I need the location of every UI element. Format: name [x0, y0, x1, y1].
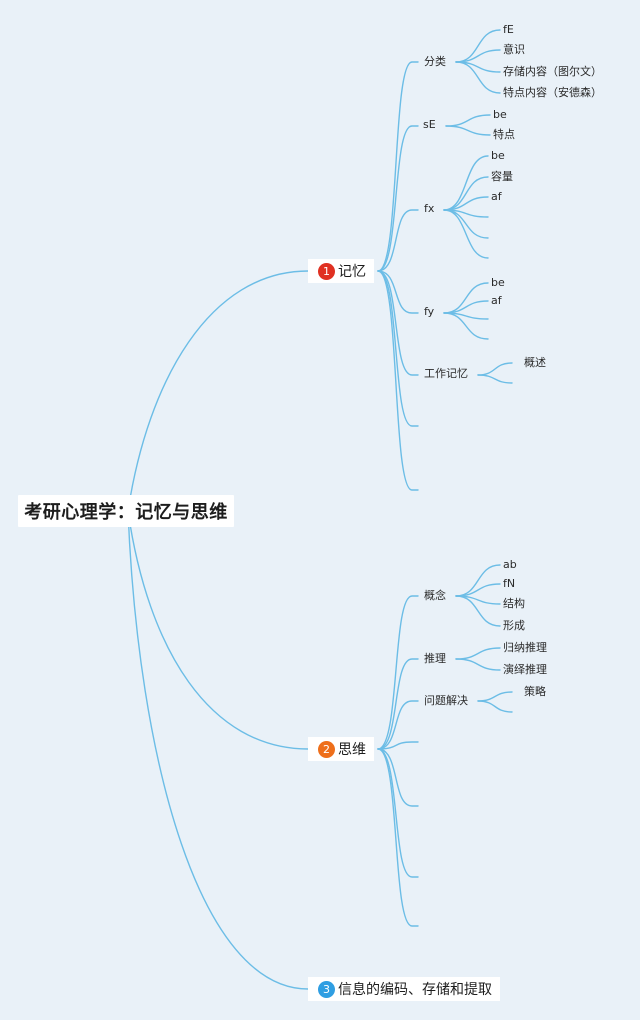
root-link — [127, 510, 309, 990]
leaf-node[interactable]: 形成 — [503, 619, 525, 632]
leaf-link — [477, 691, 513, 702]
branch-node-label: 思维 — [338, 742, 366, 758]
root-link — [127, 270, 309, 512]
branch-link — [377, 270, 419, 427]
leaf-link — [443, 282, 489, 314]
leaf-node[interactable]: be — [493, 108, 507, 121]
topic-node[interactable]: 推理 — [424, 652, 446, 665]
leaf-node[interactable]: 特点 — [493, 128, 515, 141]
leaf-node[interactable]: 特点内容（安德森） — [503, 86, 602, 99]
branch-link — [377, 658, 419, 750]
leaf-link — [477, 374, 513, 384]
topic-node[interactable]: 分类 — [424, 55, 446, 68]
branch-link — [377, 270, 419, 376]
topic-node[interactable]: fx — [424, 202, 435, 215]
leaf-node[interactable]: be — [491, 276, 505, 289]
topic-node[interactable]: fy — [424, 305, 435, 318]
leaf-link — [445, 125, 491, 136]
leaf-node[interactable]: 结构 — [503, 597, 525, 610]
leaf-node[interactable]: 策略 — [524, 685, 546, 698]
leaf-link — [443, 155, 489, 211]
number-badge-icon: 2 — [318, 740, 335, 758]
leaf-link — [455, 595, 501, 627]
branch-link — [377, 595, 419, 750]
branch-link — [377, 209, 419, 272]
branch-link — [377, 700, 419, 750]
branch-link — [377, 748, 419, 878]
leaf-link — [455, 49, 501, 63]
branch-node-thinking[interactable]: 2 思维 — [308, 737, 374, 761]
branch-link — [377, 741, 419, 750]
root-link — [127, 510, 309, 750]
leaf-link — [477, 700, 513, 713]
branch-link — [377, 748, 419, 807]
root-node-label: 考研心理学：记忆与思维 — [24, 502, 228, 523]
branch-node-label: 记忆 — [338, 264, 366, 280]
number-badge-icon: 1 — [318, 262, 335, 280]
leaf-link — [443, 300, 489, 314]
leaf-node[interactable]: 演绎推理 — [503, 663, 547, 676]
leaf-node[interactable]: 容量 — [491, 170, 513, 183]
leaf-node[interactable]: ab — [503, 558, 517, 571]
branch-link — [377, 61, 419, 272]
leaf-node[interactable]: be — [491, 149, 505, 162]
leaf-node[interactable]: 概述 — [524, 356, 546, 369]
branch-link — [377, 270, 419, 491]
branch-link — [377, 125, 419, 272]
topic-node[interactable]: sE — [423, 118, 436, 131]
leaf-link — [455, 564, 501, 597]
leaf-node[interactable]: af — [491, 190, 502, 203]
branch-node-memory[interactable]: 1 记忆 — [308, 259, 374, 283]
topic-node[interactable]: 问题解决 — [424, 694, 468, 707]
topic-node[interactable]: 工作记忆 — [424, 367, 468, 380]
branch-link — [377, 270, 419, 314]
leaf-node[interactable]: fN — [503, 577, 516, 590]
leaf-link — [443, 209, 489, 259]
leaf-node[interactable]: af — [491, 294, 502, 307]
root-node[interactable]: 考研心理学：记忆与思维 — [18, 495, 234, 527]
number-badge-icon: 3 — [318, 980, 335, 998]
leaf-link — [477, 362, 513, 376]
leaf-node[interactable]: 归纳推理 — [503, 641, 547, 654]
leaf-link — [455, 583, 501, 597]
leaf-link — [455, 647, 501, 660]
leaf-link — [455, 29, 501, 63]
leaf-link — [455, 658, 501, 671]
leaf-node[interactable]: fE — [503, 23, 514, 36]
leaf-node[interactable]: 存储内容（图尔文） — [503, 65, 602, 78]
leaf-link — [445, 114, 491, 127]
branch-node-encoding[interactable]: 3 信息的编码、存储和提取 — [308, 977, 500, 1001]
branch-node-label: 信息的编码、存储和提取 — [338, 982, 492, 998]
leaf-node[interactable]: 意识 — [503, 43, 525, 56]
leaf-link — [455, 61, 501, 94]
topic-node[interactable]: 概念 — [424, 589, 446, 602]
branch-link — [377, 748, 419, 927]
leaf-link — [443, 312, 489, 340]
